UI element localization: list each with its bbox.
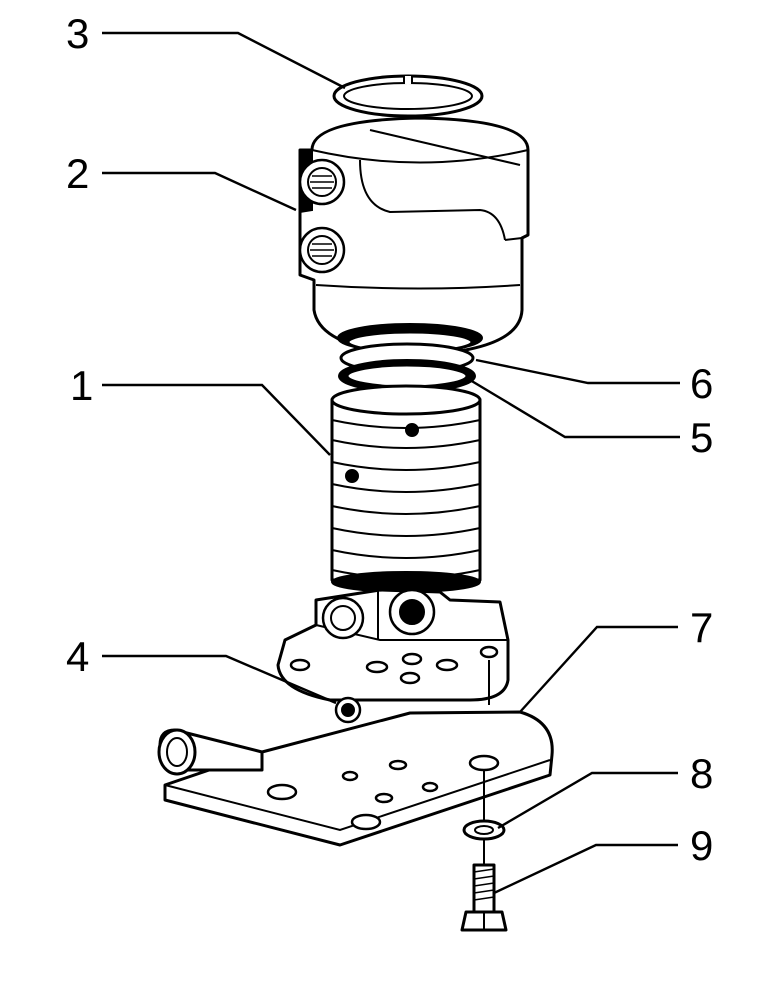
leader-2 <box>102 171 297 212</box>
ball-part-4 <box>334 696 362 724</box>
leader-1 <box>102 383 331 456</box>
leader-9 <box>493 843 678 895</box>
callout-1: 1 <box>70 362 93 409</box>
mounting-plate-part-7 <box>157 710 554 847</box>
callout-6: 6 <box>690 360 713 407</box>
leader-3 <box>102 31 346 90</box>
leader-7 <box>519 625 678 713</box>
callout-8: 8 <box>690 750 713 797</box>
leader-4 <box>102 654 337 705</box>
bellows-cylinder-part-1 <box>330 384 482 593</box>
valve-housing <box>298 116 530 357</box>
leader-lines <box>102 31 680 895</box>
lower-valve-block <box>276 588 510 705</box>
callout-labels: 3 2 1 6 5 7 4 8 9 <box>66 10 713 869</box>
callout-2: 2 <box>66 150 89 197</box>
callout-9: 9 <box>690 822 713 869</box>
callout-7: 7 <box>690 604 713 651</box>
leader-5 <box>469 378 680 439</box>
split-ring-part-3 <box>332 74 484 118</box>
washer-part-8 <box>462 819 506 841</box>
callout-5: 5 <box>690 414 713 461</box>
leader-6 <box>475 358 680 385</box>
leader-8 <box>497 771 678 830</box>
callout-3: 3 <box>66 10 89 57</box>
bolt-part-9 <box>460 840 508 932</box>
callout-4: 4 <box>66 633 89 680</box>
seal-rings-parts-5-6 <box>338 342 476 393</box>
